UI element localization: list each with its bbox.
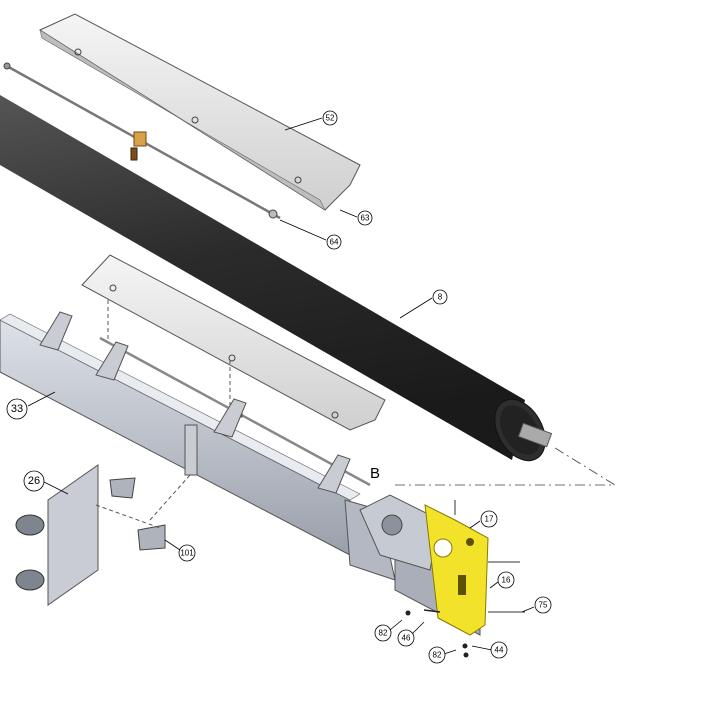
leader-lines bbox=[27, 117, 535, 655]
callout-17: 17 bbox=[480, 510, 498, 528]
svg-text:33: 33 bbox=[11, 403, 23, 415]
callout-64: 64 bbox=[326, 234, 342, 250]
view-letter-b: B bbox=[370, 465, 380, 482]
callout-26: 26 bbox=[23, 470, 45, 492]
callout-52: 52 bbox=[322, 110, 338, 126]
svg-text:101: 101 bbox=[180, 549, 194, 558]
mounting-plate-part bbox=[15, 464, 136, 606]
svg-text:64: 64 bbox=[330, 238, 339, 247]
upper-cover-part bbox=[38, 13, 361, 211]
svg-text:26: 26 bbox=[28, 475, 40, 487]
callout-16: 16 bbox=[497, 571, 515, 589]
svg-text:75: 75 bbox=[539, 601, 548, 610]
svg-text:82: 82 bbox=[433, 651, 442, 660]
lower-cover-part bbox=[81, 254, 386, 431]
callout-8: 8 bbox=[432, 289, 448, 305]
svg-text:46: 46 bbox=[402, 634, 411, 643]
roller-part bbox=[0, 95, 616, 486]
svg-text:82: 82 bbox=[379, 629, 388, 638]
upper-rod-part bbox=[3, 62, 281, 220]
clamp-part bbox=[95, 474, 191, 551]
callout-82-left: 82 bbox=[374, 624, 392, 642]
callout-33: 33 bbox=[6, 398, 28, 420]
callout-75: 75 bbox=[534, 596, 552, 614]
callout-46: 46 bbox=[397, 629, 415, 647]
callout-82-bottom: 82 bbox=[428, 646, 446, 664]
callout-101: 101 bbox=[178, 544, 196, 562]
svg-text:52: 52 bbox=[326, 114, 335, 123]
brass-fitting bbox=[133, 131, 147, 147]
svg-text:16: 16 bbox=[502, 576, 511, 585]
svg-text:44: 44 bbox=[495, 646, 504, 655]
svg-text:17: 17 bbox=[485, 515, 494, 524]
fasteners bbox=[405, 609, 469, 658]
bracket-assembly-part bbox=[359, 494, 525, 636]
svg-text:63: 63 bbox=[361, 214, 370, 223]
callout-63: 63 bbox=[357, 210, 373, 226]
svg-text:8: 8 bbox=[438, 293, 443, 302]
callout-44: 44 bbox=[490, 641, 508, 659]
